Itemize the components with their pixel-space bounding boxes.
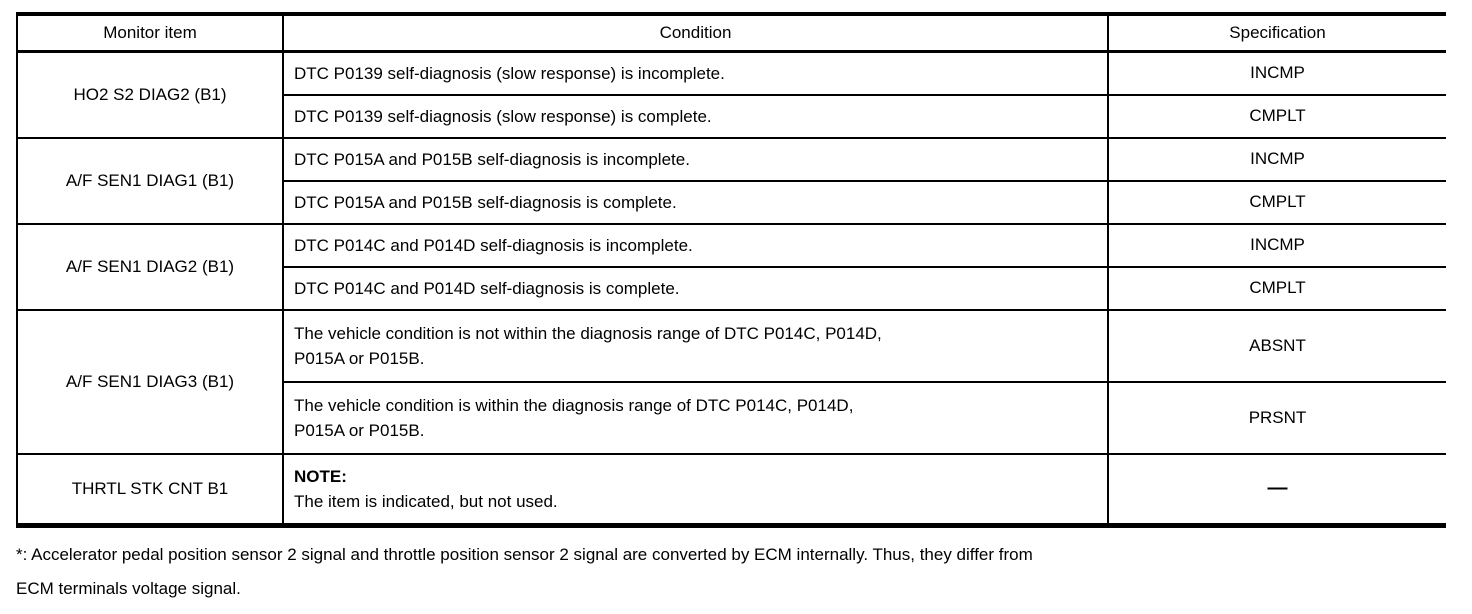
monitor-spec-table: Monitor item Condition Specification HO2…	[16, 12, 1446, 528]
table-row: The vehicle condition is within the diag…	[17, 380, 1446, 455]
monitor-item-cell: A/F SEN1 DIAG3 (B1)	[16, 308, 284, 455]
table-body: HO2 S2 DIAG2 (B1) DTC P0139 self-diagnosi…	[16, 50, 1446, 527]
monitor-item-cell: THRTL STK CNT B1	[16, 452, 284, 527]
condition-text: DTC P014C and P014D self-diagnosis is in…	[294, 235, 693, 255]
specification-cell: CMPLT	[1107, 93, 1446, 139]
specification-cell: CMPLT	[1107, 179, 1446, 225]
table-row: THRTL STK CNT B1 NOTE: The item is indicat…	[16, 452, 1446, 527]
header-specification: Specification	[1107, 12, 1446, 53]
table-row: DTC P015A and P015B self-diagnosis is co…	[17, 179, 1446, 225]
condition-cell: DTC P014C and P014D self-diagnosis is in…	[282, 222, 1109, 268]
specification-cell: CMPLT	[1107, 265, 1446, 311]
specification-cell: INCMP	[1107, 50, 1446, 96]
monitor-item-cell: A/F SEN1 DIAG1 (B1)	[16, 136, 284, 225]
footnote: *: Accelerator pedal position sensor 2 s…	[16, 538, 1456, 606]
condition-text: DTC P015A and P015B self-diagnosis is in…	[294, 149, 690, 169]
specification-cell: PRSNT	[1107, 380, 1446, 455]
table-row: HO2 S2 DIAG2 (B1) DTC P0139 self-diagnosi…	[16, 50, 1446, 139]
note-label: NOTE:	[294, 466, 347, 486]
footnote-line-2: ECM terminals voltage signal.	[16, 579, 241, 598]
condition-cell: The vehicle condition is not within the …	[282, 308, 1109, 383]
condition-text: DTC P0139 self-diagnosis (slow response)…	[294, 63, 725, 83]
condition-cell: DTC P015A and P015B self-diagnosis is in…	[282, 136, 1109, 182]
condition-text: The item is indicated, but not used.	[294, 491, 558, 511]
condition-cell: DTC P0139 self-diagnosis (slow response)…	[282, 50, 1109, 96]
table-row: A/F SEN1 DIAG3 (B1) The vehicle condition…	[16, 308, 1446, 455]
table-row: A/F SEN1 DIAG1 (B1) DTC P015A and P015B s…	[16, 136, 1446, 225]
condition-text: P015A or P015B.	[294, 348, 425, 368]
condition-text: DTC P014C and P014D self-diagnosis is co…	[294, 278, 680, 298]
monitor-item-cell: HO2 S2 DIAG2 (B1)	[16, 50, 284, 139]
header-row: Monitor item Condition Specification	[16, 12, 1446, 53]
specification-cell: INCMP	[1107, 222, 1446, 268]
condition-cell: The vehicle condition is within the diag…	[282, 380, 1109, 455]
monitor-item-cell: A/F SEN1 DIAG2 (B1)	[16, 222, 284, 311]
header-condition: Condition	[282, 12, 1109, 53]
specification-cell: ABSNT	[1107, 308, 1446, 383]
condition-text: The vehicle condition is within the diag…	[294, 395, 854, 415]
condition-text: DTC P0139 self-diagnosis (slow response)…	[294, 106, 712, 126]
specification-cell: —	[1107, 452, 1446, 527]
table-row: A/F SEN1 DIAG2 (B1) DTC P014C and P014D s…	[16, 222, 1446, 311]
condition-cell: DTC P014C and P014D self-diagnosis is co…	[282, 265, 1109, 311]
condition-cell: DTC P015A and P015B self-diagnosis is co…	[282, 179, 1109, 225]
footnote-line-1: *: Accelerator pedal position sensor 2 s…	[16, 545, 1033, 564]
table-row: DTC P014C and P014D self-diagnosis is co…	[17, 265, 1446, 311]
condition-cell: DTC P0139 self-diagnosis (slow response)…	[282, 93, 1109, 139]
header-monitor-item: Monitor item	[16, 12, 284, 53]
condition-cell: NOTE: The item is indicated, but not used…	[282, 452, 1109, 527]
condition-text: P015A or P015B.	[294, 420, 425, 440]
condition-text: DTC P015A and P015B self-diagnosis is co…	[294, 192, 677, 212]
table-row: DTC P0139 self-diagnosis (slow response)…	[17, 93, 1446, 139]
table-header: Monitor item Condition Specification	[16, 12, 1446, 53]
specification-cell: INCMP	[1107, 136, 1446, 182]
condition-text: The vehicle condition is not within the …	[294, 323, 882, 343]
